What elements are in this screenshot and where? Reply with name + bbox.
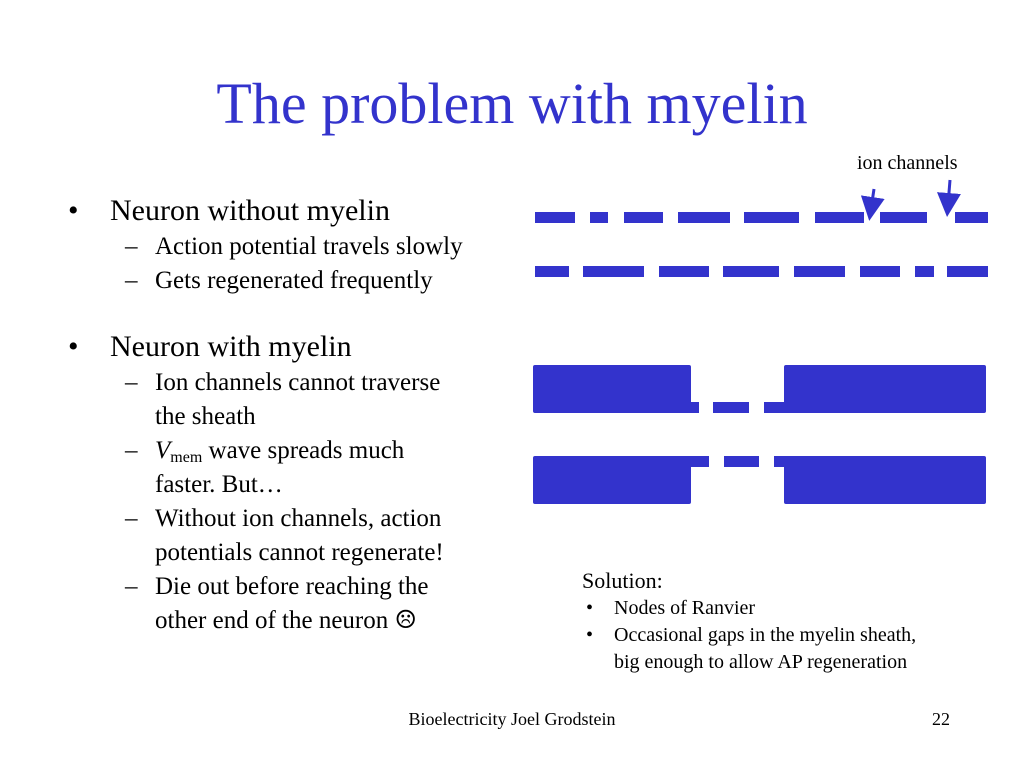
sub-bullet-dash: –	[125, 437, 138, 464]
sub-bullet-dash: –	[125, 233, 138, 260]
membrane-segment	[689, 456, 709, 467]
membrane-segment	[774, 456, 786, 467]
sub-bullet-dash: –	[125, 369, 138, 396]
sub-bullet-text: Gets regenerated frequently	[155, 267, 433, 294]
membrane-segment	[689, 402, 699, 413]
solution-item: • Occasional gaps in the myelin sheath,	[582, 622, 1002, 649]
solution-box: Solution: • Nodes of Ranvier • Occasiona…	[582, 567, 1002, 676]
bullet-dot: •	[586, 597, 594, 619]
sub-bullet: – Gets regenerated frequently	[68, 264, 528, 298]
myelin-sheath-right	[784, 365, 986, 413]
bullet-list: • Neuron without myelin – Action potenti…	[68, 192, 528, 638]
sub-bullet: – Without ion channels, action	[68, 502, 528, 536]
myelin-sheath-left	[533, 456, 691, 504]
ion-channel-arrow	[860, 188, 885, 221]
bullet-heading: Neuron with myelin	[110, 330, 352, 363]
unmyelinated-membrane-top	[535, 212, 988, 223]
membrane-segment	[723, 266, 779, 277]
membrane-segment	[860, 266, 900, 277]
page-number: 22	[932, 709, 950, 729]
solution-heading: Solution:	[582, 568, 663, 593]
myelin-sheath-right	[784, 456, 986, 504]
sub-bullet-text: potentials cannot regenerate!	[155, 539, 444, 566]
membrane-segment	[659, 266, 709, 277]
membrane-segment	[535, 266, 569, 277]
membrane-segment	[583, 266, 644, 277]
sub-bullet: – Ion channels cannot traverse	[68, 366, 528, 400]
solution-item-text: big enough to allow AP regeneration	[614, 651, 908, 673]
unmyelinated-membrane-bottom	[535, 266, 988, 277]
sub-bullet-text: Without ion channels, action	[155, 505, 442, 532]
membrane-segment	[794, 266, 845, 277]
sub-bullet-dash: –	[125, 573, 138, 600]
bullet-dot: •	[586, 624, 594, 646]
sub-bullet-text: wave spreads much	[202, 437, 405, 464]
sub-bullet-text: the sheath	[155, 403, 256, 430]
sub-bullet-text: Action potential travels slowly	[155, 233, 463, 260]
ion-channels-label: ion channels	[857, 152, 958, 174]
membrane-segment	[744, 212, 799, 223]
bullet-dot: •	[68, 194, 79, 227]
membrane-segment	[678, 212, 730, 223]
solution-item-text: Occasional gaps in the myelin sheath,	[614, 624, 917, 646]
vmem-subscript: mem	[170, 449, 203, 466]
sub-bullet-text: other end of the neuron ☹	[155, 607, 417, 634]
solution-item: • Nodes of Ranvier	[582, 595, 1002, 622]
sub-bullet-continuation: the sheath	[68, 400, 528, 434]
slide-title: The problem with myelin	[216, 71, 808, 136]
membrane-segment	[764, 402, 786, 413]
membrane-segment	[947, 266, 988, 277]
sub-bullet-text: Die out before reaching the	[155, 573, 429, 600]
bullet-neuron-with-myelin: • Neuron with myelin	[68, 328, 528, 366]
membrane-segment	[713, 402, 749, 413]
vmem-variable: V	[155, 437, 171, 464]
membrane-segment	[590, 212, 608, 223]
membrane-segment	[915, 266, 934, 277]
slide-footer: Bioelectricity Joel Grodstein	[408, 709, 616, 729]
myelin-sheath-left	[533, 365, 691, 413]
solution-item-continuation: big enough to allow AP regeneration	[582, 649, 1002, 676]
membrane-segment	[880, 212, 927, 223]
sub-bullet-continuation: faster. But…	[68, 468, 528, 502]
bullet-dot: •	[68, 330, 79, 363]
solution-item-text: Nodes of Ranvier	[614, 597, 756, 619]
sub-bullet-text: Ion channels cannot traverse	[155, 369, 441, 396]
sub-bullet-continuation: other end of the neuron ☹	[68, 604, 528, 638]
sub-bullet: – Die out before reaching the	[68, 570, 528, 604]
membrane-segment	[955, 212, 988, 223]
sub-bullet: – Action potential travels slowly	[68, 230, 528, 264]
sub-bullet-continuation: potentials cannot regenerate!	[68, 536, 528, 570]
bullet-neuron-without-myelin: • Neuron without myelin	[68, 192, 528, 230]
membrane-segment	[815, 212, 864, 223]
myelinated-membrane-top	[533, 365, 986, 413]
bullet-heading: Neuron without myelin	[110, 194, 390, 227]
membrane-segment	[624, 212, 663, 223]
sub-bullet-dash: –	[125, 505, 138, 532]
membrane-segment	[535, 212, 575, 223]
myelinated-membrane-bottom	[533, 456, 986, 504]
sub-bullet: – Vmem wave spreads much	[68, 434, 528, 468]
ion-channel-arrow	[936, 179, 961, 217]
sub-bullet-dash: –	[125, 267, 138, 294]
membrane-segment	[724, 456, 759, 467]
ion-channel-arrows	[860, 179, 961, 221]
sub-bullet-text: faster. But…	[155, 471, 283, 498]
